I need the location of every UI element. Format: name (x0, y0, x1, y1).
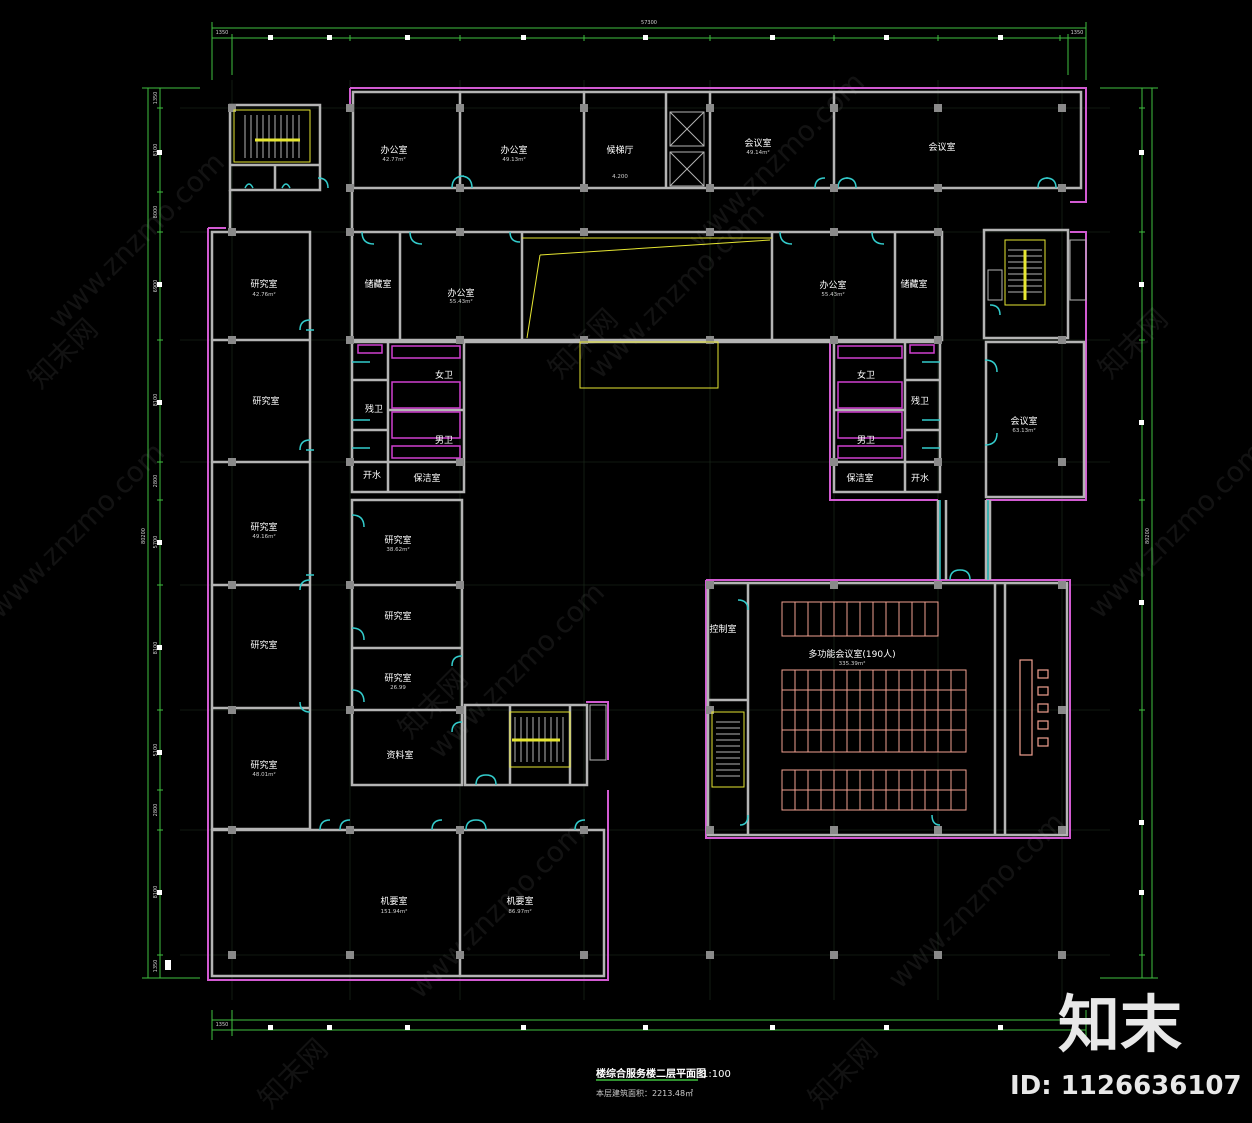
room-label: 研究室 (250, 759, 277, 771)
room-label: 男卫 (435, 435, 453, 446)
room-label: 多功能会议室(190人) (808, 648, 895, 660)
columns (228, 104, 1066, 959)
room-label: 开水 (911, 472, 929, 484)
room-label: 控制室 (709, 623, 736, 635)
room-label: 研究室 (384, 672, 411, 684)
dim-left-seg: 1350 (153, 92, 159, 105)
watermark-text: www.znzmo.com (1082, 436, 1252, 625)
room-area: 55.43m² (449, 298, 472, 305)
room-label: 男卫 (857, 435, 875, 446)
room-area: 48.01m² (252, 771, 275, 778)
building-outline (207, 87, 1087, 981)
drawing-floor-area: 本层建筑面积：2213.48㎡ (596, 1088, 693, 1098)
room-label: 候梯厅 (606, 144, 633, 156)
dim-left-segments: 1350 8100 8000 6900 8100 2800 5700 8100 … (153, 92, 159, 973)
room-area: 4.200 (612, 174, 628, 180)
room-label: 办公室 (447, 287, 474, 299)
room-label: 保洁室 (846, 472, 873, 484)
room-label: 研究室 (250, 521, 277, 533)
stair-right (987, 239, 1087, 306)
dim-left-seg: 8100 (153, 144, 159, 157)
room-label: 储藏室 (364, 278, 391, 290)
watermark-text: www.znzmo.com (582, 196, 771, 385)
room-label: 研究室 (250, 278, 277, 290)
drawing-title: 楼综合服务楼二层平面图 1:100 本层建筑面积：2213.48㎡ (596, 1067, 731, 1098)
room-label: 办公室 (380, 144, 407, 156)
room-area: 49.14m² (746, 149, 769, 156)
drawing-scale: 1:100 (702, 1069, 731, 1080)
dim-side-left-total: 80200 (141, 528, 147, 544)
dim-top-right: 1350 (1071, 30, 1084, 36)
room-area: 86.97m² (508, 908, 531, 915)
room-label: 女卫 (435, 369, 453, 381)
room-label: 会议室 (1010, 415, 1037, 427)
room-area: 42.76m² (252, 291, 275, 298)
image-id: ID: 1126636107 (1010, 1071, 1242, 1101)
dim-left-seg: 8100 (153, 642, 159, 655)
room-area: 49.16m² (252, 533, 275, 540)
room-label: 办公室 (500, 144, 527, 156)
stair-center (509, 704, 607, 768)
walls (210, 90, 1086, 978)
brand-watermark: 知末 (1058, 988, 1182, 1061)
room-area: 55.43m² (821, 291, 844, 298)
hall-stage (1019, 659, 1049, 756)
structural-grid (180, 80, 1110, 1000)
dimension-ticks (157, 35, 1145, 956)
glazing-and-doors (244, 175, 1057, 831)
watermark-text: www.znzmo.com (42, 146, 231, 335)
hall-seating (781, 601, 967, 811)
dim-left-seg: 5700 (153, 536, 159, 549)
room-area: 49.13m² (502, 156, 525, 163)
watermark-text: 知末网 (252, 1032, 335, 1115)
room-label: 资料室 (386, 749, 413, 761)
watermark-text: 知末网 (1092, 302, 1175, 385)
dim-left-seg: 1350 (153, 960, 159, 973)
dim-left-seg: 8100 (153, 886, 159, 899)
toilet-fixtures-right (837, 344, 935, 459)
dim-side-right-total: 80200 (1145, 528, 1151, 544)
room-label: 会议室 (928, 141, 955, 153)
room-label: 研究室 (252, 395, 279, 407)
dim-left-seg: 6900 (153, 280, 159, 293)
dim-left-seg: 2800 (153, 804, 159, 817)
dim-left-seg: 2800 (153, 475, 159, 488)
dim-left-seg: 5100 (153, 744, 159, 757)
room-label: 女卫 (857, 369, 875, 381)
room-label: 储藏室 (900, 278, 927, 290)
toilet-fixtures-left (357, 344, 461, 459)
dim-top-total: 57300 (641, 20, 657, 26)
room-area: 63.13m² (1012, 427, 1035, 434)
room-area: 26.99 (390, 685, 406, 691)
room-area: 38.62m² (386, 546, 409, 553)
room-label: 研究室 (384, 534, 411, 546)
dim-left-seg: 8100 (153, 394, 159, 407)
dim-bottom-left: 1350 (216, 1022, 229, 1028)
room-label: 残卫 (365, 403, 383, 415)
room-area: 335.39m² (839, 660, 866, 667)
room-label: 保洁室 (413, 472, 440, 484)
stair-hall (711, 711, 745, 788)
room-label: 办公室 (819, 279, 846, 291)
room-label: 开水 (363, 469, 381, 481)
room-label: 研究室 (250, 639, 277, 651)
room-label: 机要室 (380, 895, 407, 907)
room-area: 42.77m² (382, 156, 405, 163)
dim-top-left: 1350 (216, 30, 229, 36)
stair-top-left (233, 109, 311, 163)
room-label: 会议室 (744, 137, 771, 149)
room-label: 残卫 (911, 395, 929, 407)
room-area: 151.94m² (381, 908, 408, 915)
atrium-void (522, 237, 772, 389)
room-label: 研究室 (384, 610, 411, 622)
dim-left-seg: 8000 (153, 206, 159, 219)
drawing-title-text: 楼综合服务楼二层平面图 (596, 1067, 706, 1080)
room-label: 机要室 (506, 895, 533, 907)
watermark-text: 知末网 (802, 1032, 885, 1115)
elevators (669, 111, 705, 187)
dimension-markers (157, 35, 1144, 1030)
room-labels: 办公室 42.77m² 办公室 49.13m² 候梯厅 4.200 会议室 49… (250, 137, 1037, 915)
